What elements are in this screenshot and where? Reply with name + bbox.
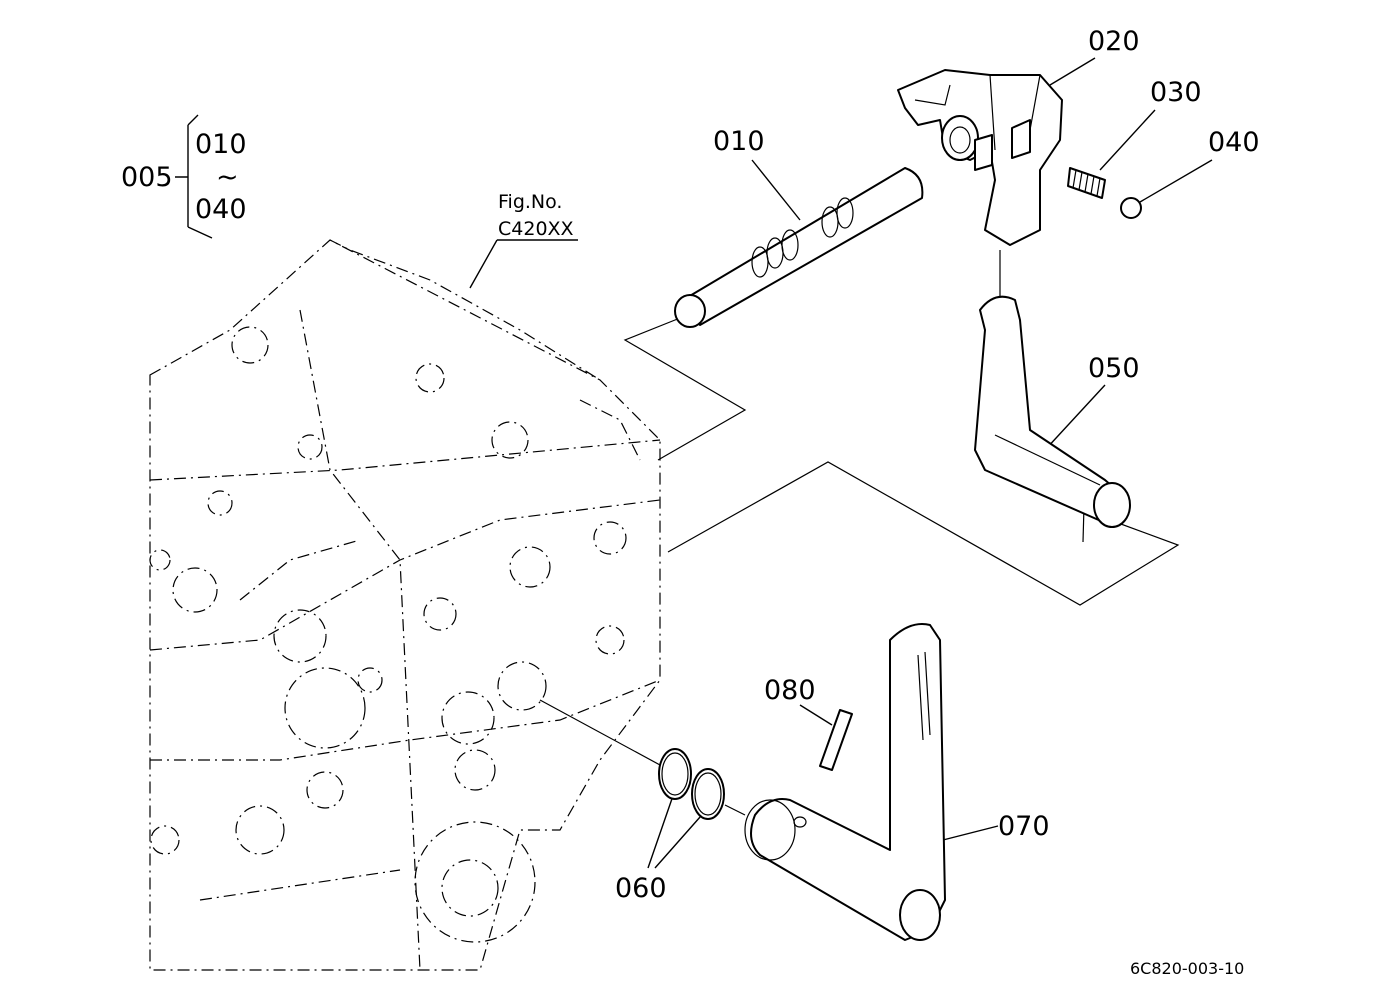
label-005: 005 <box>121 162 173 193</box>
part-040-ball <box>1120 197 1142 219</box>
label-060: 060 <box>615 873 667 904</box>
part-080-pin <box>819 709 853 771</box>
drawing-code: 6C820-003-10 <box>1130 959 1244 978</box>
label-020: 020 <box>1088 26 1140 57</box>
part-050-shift-lever <box>974 295 1131 528</box>
label-030: 030 <box>1150 77 1202 108</box>
part-070-external-lever <box>744 623 946 941</box>
label-040: 040 <box>1208 127 1260 158</box>
transmission-case <box>149 239 661 971</box>
label-070: 070 <box>998 811 1050 842</box>
label-fig-code: C420XX <box>498 218 574 240</box>
label-010-range: 010 <box>195 129 247 160</box>
label-tilde: ~ <box>216 162 239 193</box>
part-030-spring <box>1067 167 1106 199</box>
label-080: 080 <box>764 675 816 706</box>
label-fig-no: Fig.No. <box>498 191 562 213</box>
callout-labels: 005 010 ~ 040 Fig.No. C420XX 010 020 030… <box>121 26 1260 978</box>
leader-lines <box>175 57 1213 869</box>
part-020-shift-fork <box>897 69 1063 246</box>
label-010: 010 <box>713 126 765 157</box>
label-050: 050 <box>1088 353 1140 384</box>
part-060-o-rings <box>658 748 725 820</box>
label-040-range: 040 <box>195 194 247 225</box>
part-010-shift-shaft <box>674 167 924 328</box>
